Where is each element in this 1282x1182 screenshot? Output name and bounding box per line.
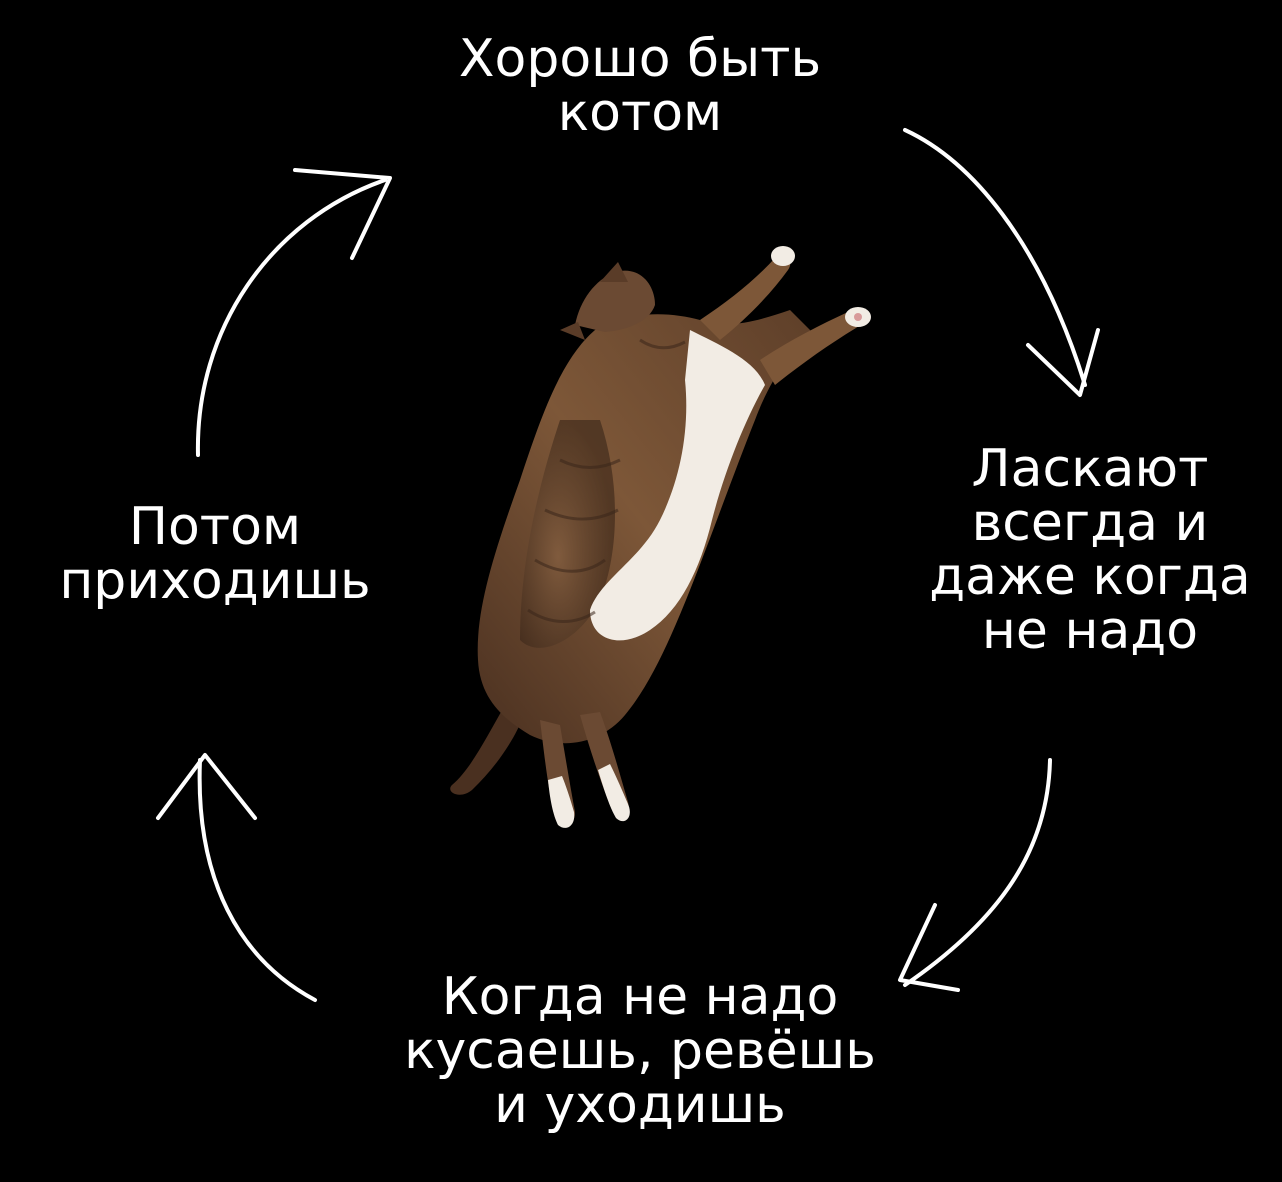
step-label-bottom-line-1: Когда не надо (441, 967, 839, 1027)
arrow-top-to-right (903, 128, 1100, 397)
cat-ear (600, 262, 628, 282)
arrow-right-to-bottom-head (898, 903, 960, 992)
arrow-left-to-top-shaft (195, 178, 387, 457)
cat-front-leg-lower (760, 311, 863, 385)
arrow-bottom-to-left-head (156, 753, 257, 820)
cat-illustration (450, 246, 871, 828)
arrow-bottom-to-left-shaft (197, 758, 317, 1002)
step-label-left-line-1: Потом (128, 497, 302, 557)
cat-hind-foot-1 (548, 776, 575, 828)
arrow-bottom-to-left (156, 753, 317, 1002)
step-label-right-line-4: не надо (981, 601, 1199, 661)
arrow-top-to-right-shaft (903, 128, 1087, 387)
cat-hind-foot-2 (598, 764, 630, 822)
cat-paw-upper (771, 246, 795, 266)
step-label-right-line-2: всегда и (971, 493, 1209, 553)
cat-head (575, 270, 655, 332)
arrow-left-to-top (195, 168, 392, 457)
arrow-left-to-top-head (293, 168, 392, 260)
cat-front-leg-upper (700, 255, 791, 340)
step-label-bottom: Когда не надо кусаешь, ревёшь и уходишь (360, 970, 920, 1132)
step-label-bottom-line-2: кусаешь, ревёшь (404, 1021, 876, 1081)
arrow-top-to-right-head (1026, 328, 1100, 397)
step-label-top: Хорошо быть котом (400, 32, 880, 140)
step-label-right-line-1: Ласкают (971, 439, 1209, 499)
cat-white-chest (590, 330, 765, 641)
arrow-right-to-bottom-shaft (903, 758, 1052, 987)
step-label-bottom-line-3: и уходишь (494, 1075, 786, 1135)
step-label-right-line-3: даже когда (929, 547, 1251, 607)
step-label-top-line-2: котом (557, 83, 723, 143)
cat-body-shading (520, 420, 615, 648)
cat-tail (450, 705, 525, 795)
step-label-left-line-2: приходишь (59, 551, 371, 611)
cat-body (477, 310, 815, 744)
step-label-right: Ласкают всегда и даже когда не надо (900, 442, 1280, 658)
cat-stripes (527, 338, 686, 623)
step-label-top-line-1: Хорошо быть (458, 29, 822, 89)
step-label-left: Потом приходишь (10, 500, 420, 608)
cat-ear-left (560, 322, 585, 340)
arrow-right-to-bottom (898, 758, 1052, 992)
